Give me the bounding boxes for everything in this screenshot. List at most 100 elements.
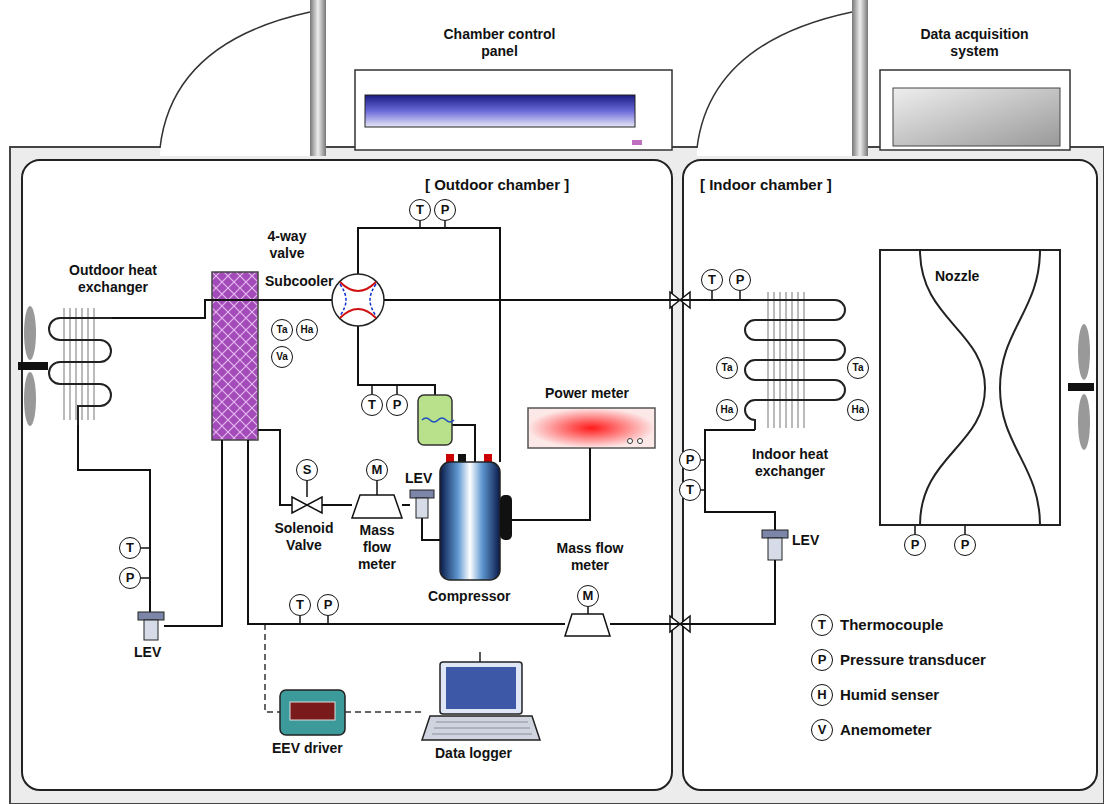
refrigerant-pipe <box>78 425 150 612</box>
outdoor-coil <box>70 308 71 420</box>
sensor-symbol: Ta <box>716 357 738 379</box>
sensor-stem <box>587 607 589 614</box>
sensor-symbol: T <box>119 537 141 559</box>
laptop <box>440 662 522 714</box>
lev-symbol <box>768 538 782 560</box>
chamber-wall <box>22 160 672 790</box>
lev-symbol <box>762 530 788 538</box>
legend-text: Humid senser <box>840 686 939 704</box>
outdoor-coil <box>49 318 112 425</box>
sensor-symbol: P <box>679 449 701 471</box>
sensor-symbol: T <box>361 394 383 416</box>
chamber-wall <box>683 160 1097 790</box>
refrigerant-pipe <box>402 504 410 506</box>
mass-flow-meter: Mass flow meter <box>352 492 402 518</box>
sensor-stem <box>299 616 301 624</box>
sensor-stem <box>739 291 741 300</box>
sensor-symbol: M <box>366 459 388 481</box>
component-label: LEV <box>134 644 161 661</box>
chamber-wall <box>10 147 1104 804</box>
compressor-body <box>440 454 512 580</box>
component-label: Mass flow meter <box>352 522 402 573</box>
nozzle-box: Nozzle <box>880 250 1060 525</box>
signal-wire <box>345 711 425 713</box>
accumulator <box>422 418 454 422</box>
heat-exchanger: Indoor heat exchanger <box>750 285 840 435</box>
component-label: Data logger <box>435 745 512 762</box>
laptop <box>446 667 516 709</box>
outdoor-coil <box>94 308 95 420</box>
outdoor-coil <box>88 308 89 420</box>
refrigerant-pipe <box>164 440 222 626</box>
door <box>160 0 868 156</box>
sensor-symbol: P <box>386 394 408 416</box>
sensor-stem <box>701 459 705 461</box>
legend-symbol: P <box>811 649 833 671</box>
refrigerant-pipe <box>510 448 590 520</box>
door <box>160 12 310 148</box>
laptop <box>422 652 540 740</box>
sensor-symbol: P <box>119 567 141 589</box>
refrigerant-pipe <box>258 430 292 505</box>
sensor-stem <box>396 385 398 394</box>
sensor-symbol: Ta <box>847 357 869 379</box>
door <box>310 0 326 156</box>
indoor-coil <box>745 300 845 430</box>
compressor: Compressor <box>440 458 510 580</box>
sensor-symbol: T <box>409 199 431 221</box>
component-label: [ Outdoor chamber ] <box>425 176 569 193</box>
compressor-body <box>440 462 500 580</box>
sensor-stem <box>914 525 916 534</box>
sensor-symbol: Ha <box>847 399 869 421</box>
heat-exchanger: Outdoor heat exchanger <box>42 305 112 425</box>
nozzle-duct <box>880 250 1060 525</box>
legend-text: Pressure transducer <box>840 651 986 669</box>
refrigerant-pipe <box>322 504 352 506</box>
outdoor-coil <box>76 308 77 420</box>
outdoor-coil <box>49 308 112 425</box>
eev-driver-unit <box>280 690 345 735</box>
lev-symbol <box>138 612 164 620</box>
solenoid-valve: Solenoid Valve <box>292 495 322 515</box>
sensor-stem <box>327 616 329 624</box>
outdoor-coil <box>82 308 83 420</box>
refrigerant-pipe <box>358 326 435 395</box>
indoor-fan <box>1078 394 1090 450</box>
legend-text: Thermocouple <box>840 616 943 634</box>
nozzle-duct <box>880 250 1060 525</box>
legend-text: Anemometer <box>840 721 932 739</box>
expansion-valve: LEV <box>410 490 434 518</box>
signal-wire <box>265 624 280 712</box>
refrigerant-pipe <box>358 228 500 462</box>
eev-driver-unit <box>280 690 345 735</box>
panel-box: Chamber control panel <box>355 70 672 152</box>
legend-symbol: T <box>811 614 833 636</box>
control-panel <box>355 70 672 150</box>
laptop <box>432 722 532 734</box>
data-logger: Data logger <box>425 660 535 740</box>
expansion-valve: LEV <box>762 530 788 560</box>
four-way-valve <box>332 274 384 326</box>
sensor-stem <box>701 489 705 491</box>
four-way-valve <box>332 274 384 326</box>
sensor-symbol: Ha <box>716 399 738 421</box>
eev-driver: EEV driver <box>280 690 345 735</box>
door <box>697 12 852 148</box>
lev-symbol <box>410 490 434 498</box>
daq-unit <box>893 88 1060 146</box>
sensor-stem <box>141 547 150 549</box>
sensor-stem <box>964 525 966 534</box>
four-way-valve <box>340 284 376 316</box>
subcooler-body <box>212 272 258 440</box>
power-meter-display <box>638 439 643 444</box>
component-label: Indoor heat exchanger <box>745 446 835 480</box>
indoor-fan <box>1068 383 1094 391</box>
refrigerant-pipe <box>248 440 565 624</box>
sensor-symbol: T <box>701 269 723 291</box>
component-label: Nozzle <box>935 268 979 285</box>
subcooler-body <box>212 272 258 440</box>
outdoor-coil <box>64 308 94 420</box>
component-label: Mass flow meter <box>552 540 628 574</box>
